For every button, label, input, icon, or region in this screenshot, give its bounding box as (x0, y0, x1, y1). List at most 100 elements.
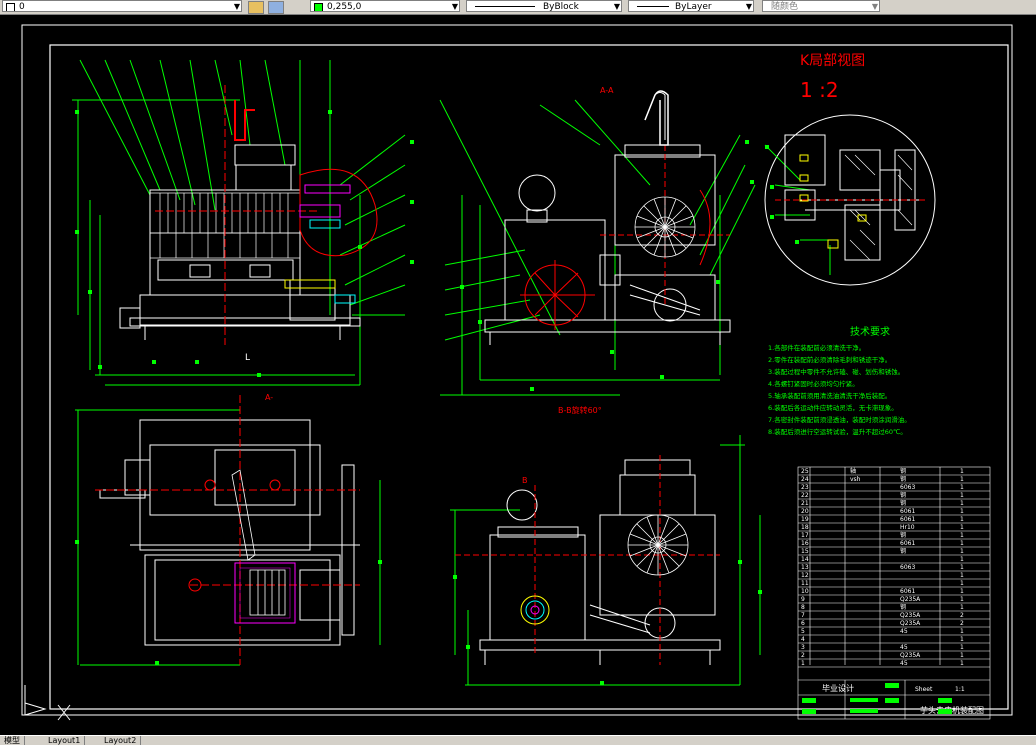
bom-row: 11 (801, 580, 809, 587)
lineweight-dropdown[interactable]: ByLayer ▼ (628, 0, 754, 12)
bom-row: 12 (801, 572, 809, 579)
svg-text:Q235A: Q235A (900, 652, 921, 659)
drawing-frame (21, 24, 1013, 716)
svg-text:45: 45 (900, 644, 908, 651)
bom-row: 2 (801, 652, 805, 659)
lineweight-sample-icon (637, 6, 669, 7)
view-a-marker: A- (265, 393, 273, 402)
tab-model[interactable]: 模型 (0, 736, 25, 745)
tech-line: 2.零件在装配前必须清除毛刺和锈迹干净。 (768, 355, 891, 364)
detail-scale: 1 :2 (800, 78, 839, 102)
linetype-dropdown[interactable]: ByBlock ▼ (466, 0, 622, 12)
tab-layout1[interactable]: Layout1 (44, 736, 86, 745)
plotstyle-dropdown[interactable]: 随颜色 ▼ (762, 0, 880, 12)
bom-row: 5 (801, 628, 805, 635)
chevron-down-icon: ▼ (233, 2, 240, 11)
bom-row: 3 (801, 644, 805, 651)
bom-row: 20 (801, 508, 809, 515)
color-dropdown[interactable]: 0,255,0 ▼ (310, 0, 460, 12)
tech-line: 6.装配后各运动件应转动灵活，无卡滞现象。 (768, 403, 898, 412)
bom-row: 24 (801, 476, 809, 483)
svg-text:1: 1 (960, 596, 964, 603)
bom-row: 10 (801, 588, 809, 595)
svg-text:1: 1 (960, 588, 964, 595)
bom-row: 25 (801, 468, 809, 475)
layer-dropdown[interactable]: 0 ▼ (2, 0, 242, 12)
drawing-canvas[interactable]: L A-A (0, 15, 1036, 735)
svg-text:1: 1 (960, 532, 964, 539)
technical-requirements: 技术要求 1.各部件在装配前必须清洗干净。 2.零件在装配前必须清除毛刺和锈迹干… (768, 325, 911, 436)
detail-view-k: K局部视图 1 :2 (764, 53, 936, 286)
svg-text:钢: 钢 (900, 531, 906, 539)
svg-text:6063: 6063 (900, 564, 915, 571)
svg-text:1: 1 (960, 500, 964, 507)
front-view: L (72, 59, 414, 386)
bom-row: 17 (801, 532, 809, 539)
svg-text:45: 45 (900, 628, 908, 635)
layer-previous-icon[interactable] (268, 1, 284, 14)
bom-row: 1 (801, 660, 805, 667)
svg-text:1: 1 (960, 556, 964, 563)
view-bb-label: B-B旋转60° (558, 405, 602, 415)
bom-row: 4 (801, 636, 805, 643)
svg-text:L: L (245, 353, 250, 363)
svg-text:1: 1 (960, 628, 964, 635)
tech-line: 3.装配过程中零件不允许磕、碰、划伤和锈蚀。 (768, 367, 904, 376)
svg-text:1: 1 (960, 484, 964, 491)
svg-text:Q235A: Q235A (900, 596, 921, 603)
svg-text:1: 1 (960, 652, 964, 659)
svg-text:钢: 钢 (900, 547, 906, 555)
title-ratio: 1:1 (955, 686, 965, 693)
svg-text:钢: 钢 (900, 467, 906, 475)
svg-text:1: 1 (960, 604, 964, 611)
tech-line: 1.各部件在装配前必须清洗干净。 (768, 343, 865, 352)
chevron-down-icon: ▼ (871, 2, 878, 11)
svg-text:1: 1 (960, 564, 964, 571)
svg-text:钢: 钢 (900, 499, 906, 507)
ucs-icon (24, 685, 71, 721)
svg-text:1: 1 (960, 644, 964, 651)
svg-text:1: 1 (960, 508, 964, 515)
svg-text:钢: 钢 (900, 603, 906, 611)
bom-row: 15 (801, 548, 809, 555)
tab-layout2[interactable]: Layout2 (100, 736, 142, 745)
svg-text:1: 1 (960, 468, 964, 475)
svg-text:1: 1 (960, 516, 964, 523)
svg-text:轴: 轴 (850, 467, 856, 475)
bom-row: 18 (801, 524, 809, 531)
bom-row: 7 (801, 612, 805, 619)
svg-text:1: 1 (960, 476, 964, 483)
bom-table: 25 轴 钢 1 24 vsh 钢 1 23 6063 1 22 钢 1 21 … (797, 466, 991, 720)
title-sheet: Sheet (915, 686, 933, 693)
svg-text:钢: 钢 (900, 491, 906, 499)
svg-text:6061: 6061 (900, 516, 915, 523)
title-block: 毕业设计 芋头去皮机装配图 1:1 Sheet (802, 683, 984, 715)
view-b-marker: B (522, 476, 528, 485)
color-value: 0,255,0 (327, 2, 362, 12)
linetype-value: ByBlock (543, 2, 579, 12)
bom-row: 21 (801, 500, 809, 507)
bom-row: 9 (801, 596, 805, 603)
tech-line: 4.各螺钉紧固时必须均匀拧紧。 (768, 379, 859, 388)
svg-text:6061: 6061 (900, 508, 915, 515)
svg-text:1: 1 (960, 660, 964, 667)
svg-text:钢: 钢 (900, 475, 906, 483)
bom-row: 6 (801, 620, 805, 627)
svg-text:vsh: vsh (850, 476, 861, 483)
svg-text:2: 2 (960, 612, 964, 619)
layer-states-icon[interactable] (248, 1, 264, 14)
svg-text:6061: 6061 (900, 588, 915, 595)
detail-title: K局部视图 (800, 53, 865, 69)
svg-text:6061: 6061 (900, 540, 915, 547)
bom-row: 8 (801, 604, 805, 611)
layer-name: 0 (19, 2, 25, 12)
color-swatch-icon (314, 3, 323, 11)
plotstyle-value: 随颜色 (771, 2, 799, 12)
svg-text:1: 1 (960, 636, 964, 643)
svg-text:1: 1 (960, 572, 964, 579)
top-view: A- (75, 393, 382, 666)
svg-text:Hr10: Hr10 (900, 524, 915, 531)
linetype-sample-icon (475, 6, 535, 7)
chevron-down-icon: ▼ (613, 2, 620, 11)
section-view-aa: A-A (439, 86, 756, 396)
